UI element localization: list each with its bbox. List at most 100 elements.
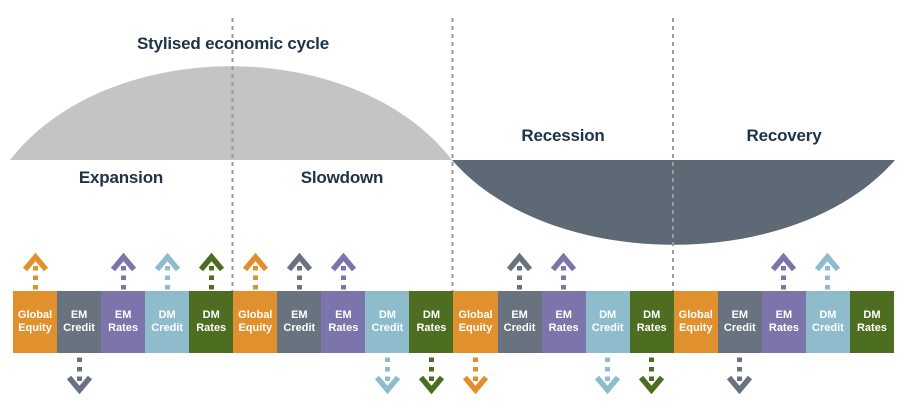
- arrow-slot-top: [233, 250, 277, 291]
- arrow-slot-bottom: [145, 353, 189, 395]
- up-arrow-icon: [154, 253, 180, 290]
- up-arrow-icon: [815, 253, 841, 290]
- arrow-slot-top: [453, 250, 497, 291]
- arrow-slot-bottom: [101, 353, 145, 395]
- expansion-slowdown-hump: [10, 66, 452, 160]
- asset-box-em-credit: EM Credit: [57, 291, 102, 353]
- asset-box-dm-credit: DM Credit: [585, 291, 630, 353]
- down-arrow-icon: [595, 357, 621, 394]
- asset-col-em-rates-recession: EM Rates: [541, 250, 586, 395]
- asset-box-global-equity: Global Equity: [13, 291, 58, 353]
- asset-label: EM Credit: [723, 309, 756, 334]
- arrow-slot-bottom: [762, 353, 806, 395]
- asset-box-em-credit: EM Credit: [717, 291, 762, 353]
- asset-col-dm-rates-slowdown: DM Rates: [409, 250, 454, 395]
- asset-box-global-equity: Global Equity: [673, 291, 718, 353]
- arrow-slot-bottom: [718, 353, 762, 395]
- asset-col-em-rates-recovery: EM Rates: [761, 250, 806, 395]
- arrow-slot-bottom: [409, 353, 453, 395]
- arrow-slot-bottom: [277, 353, 321, 395]
- asset-label: EM Credit: [283, 309, 316, 334]
- asset-box-dm-credit: DM Credit: [365, 291, 410, 353]
- arrow-slot-bottom: [498, 353, 542, 395]
- up-arrow-icon: [771, 253, 797, 290]
- arrow-slot-top: [630, 250, 674, 291]
- asset-label: DM Rates: [636, 309, 667, 334]
- down-arrow-icon: [374, 357, 401, 394]
- asset-col-dm-credit-recession: DM Credit: [585, 250, 630, 395]
- asset-box-global-equity: Global Equity: [233, 291, 278, 353]
- arrow-slot-top: [101, 250, 145, 291]
- down-arrow-icon: [639, 357, 665, 394]
- arrow-slot-top: [13, 250, 57, 291]
- asset-col-dm-rates-expansion: DM Rates: [189, 250, 234, 395]
- asset-col-global-equity-expansion: Global Equity: [13, 250, 58, 395]
- arrow-slot-bottom: [806, 353, 850, 395]
- asset-box-em-rates: EM Rates: [541, 291, 586, 353]
- up-arrow-icon: [506, 253, 533, 290]
- arrow-slot-bottom: [674, 353, 718, 395]
- asset-label: Global Equity: [678, 309, 713, 334]
- asset-label: EM Rates: [548, 309, 579, 334]
- down-arrow-icon: [462, 357, 489, 394]
- asset-box-global-equity: Global Equity: [453, 291, 498, 353]
- up-arrow-icon: [22, 253, 48, 290]
- asset-box-em-rates: EM Rates: [761, 291, 806, 353]
- arrow-slot-bottom: [189, 353, 233, 395]
- up-arrow-icon: [551, 253, 577, 290]
- asset-col-global-equity-slowdown: Global Equity: [233, 250, 278, 395]
- asset-label: Global Equity: [238, 309, 273, 334]
- phase-label-slowdown: Slowdown: [300, 168, 384, 187]
- down-arrow-icon: [66, 357, 92, 394]
- asset-col-global-equity-recovery: Global Equity: [673, 250, 718, 395]
- asset-label: EM Credit: [503, 309, 536, 334]
- asset-box-em-credit: EM Credit: [497, 291, 542, 353]
- asset-label: DM Credit: [371, 309, 404, 334]
- arrow-slot-top: [145, 250, 189, 291]
- up-arrow-icon: [198, 253, 224, 290]
- arrow-slot-top: [542, 250, 586, 291]
- asset-box-dm-credit: DM Credit: [145, 291, 190, 353]
- asset-box-em-rates: EM Rates: [321, 291, 366, 353]
- phase-label-expansion: Expansion: [78, 168, 164, 187]
- asset-box-em-rates: EM Rates: [101, 291, 146, 353]
- asset-box-dm-rates: DM Rates: [629, 291, 674, 353]
- asset-label: EM Credit: [63, 309, 95, 334]
- asset-box-dm-rates: DM Rates: [849, 291, 894, 353]
- arrow-slot-top: [806, 250, 850, 291]
- arrow-slot-bottom: [630, 353, 674, 395]
- asset-col-dm-credit-slowdown: DM Credit: [365, 250, 410, 395]
- arrow-slot-top: [57, 250, 101, 291]
- asset-col-dm-rates-recession: DM Rates: [629, 250, 674, 395]
- arrow-slot-top: [277, 250, 321, 291]
- arrow-slot-bottom: [57, 353, 101, 395]
- asset-col-em-credit-recovery: EM Credit: [717, 250, 762, 395]
- asset-label: EM Rates: [328, 309, 359, 334]
- arrow-slot-top: [321, 250, 365, 291]
- asset-label: DM Credit: [151, 309, 184, 334]
- asset-col-dm-credit-expansion: DM Credit: [145, 250, 190, 395]
- asset-box-dm-rates: DM Rates: [409, 291, 454, 353]
- arrow-slot-bottom: [321, 353, 365, 395]
- down-arrow-icon: [418, 357, 445, 394]
- asset-box-dm-credit: DM Credit: [805, 291, 850, 353]
- arrow-slot-top: [409, 250, 453, 291]
- arrow-slot-top: [762, 250, 806, 291]
- asset-box-dm-rates: DM Rates: [189, 291, 234, 353]
- arrow-slot-bottom: [13, 353, 57, 395]
- asset-col-dm-credit-recovery: DM Credit: [805, 250, 850, 395]
- arrow-slot-bottom: [542, 353, 586, 395]
- asset-label: Global Equity: [17, 309, 53, 334]
- arrow-slot-bottom: [586, 353, 630, 395]
- arrow-slot-top: [498, 250, 542, 291]
- asset-label: EM Rates: [108, 309, 139, 334]
- asset-label: DM Rates: [856, 309, 887, 334]
- asset-box-em-credit: EM Credit: [277, 291, 322, 353]
- arrow-slot-bottom: [233, 353, 277, 395]
- asset-col-em-rates-slowdown: EM Rates: [321, 250, 366, 395]
- arrow-slot-top: [850, 250, 894, 291]
- arrow-slot-top: [718, 250, 762, 291]
- asset-label: DM Rates: [416, 309, 447, 334]
